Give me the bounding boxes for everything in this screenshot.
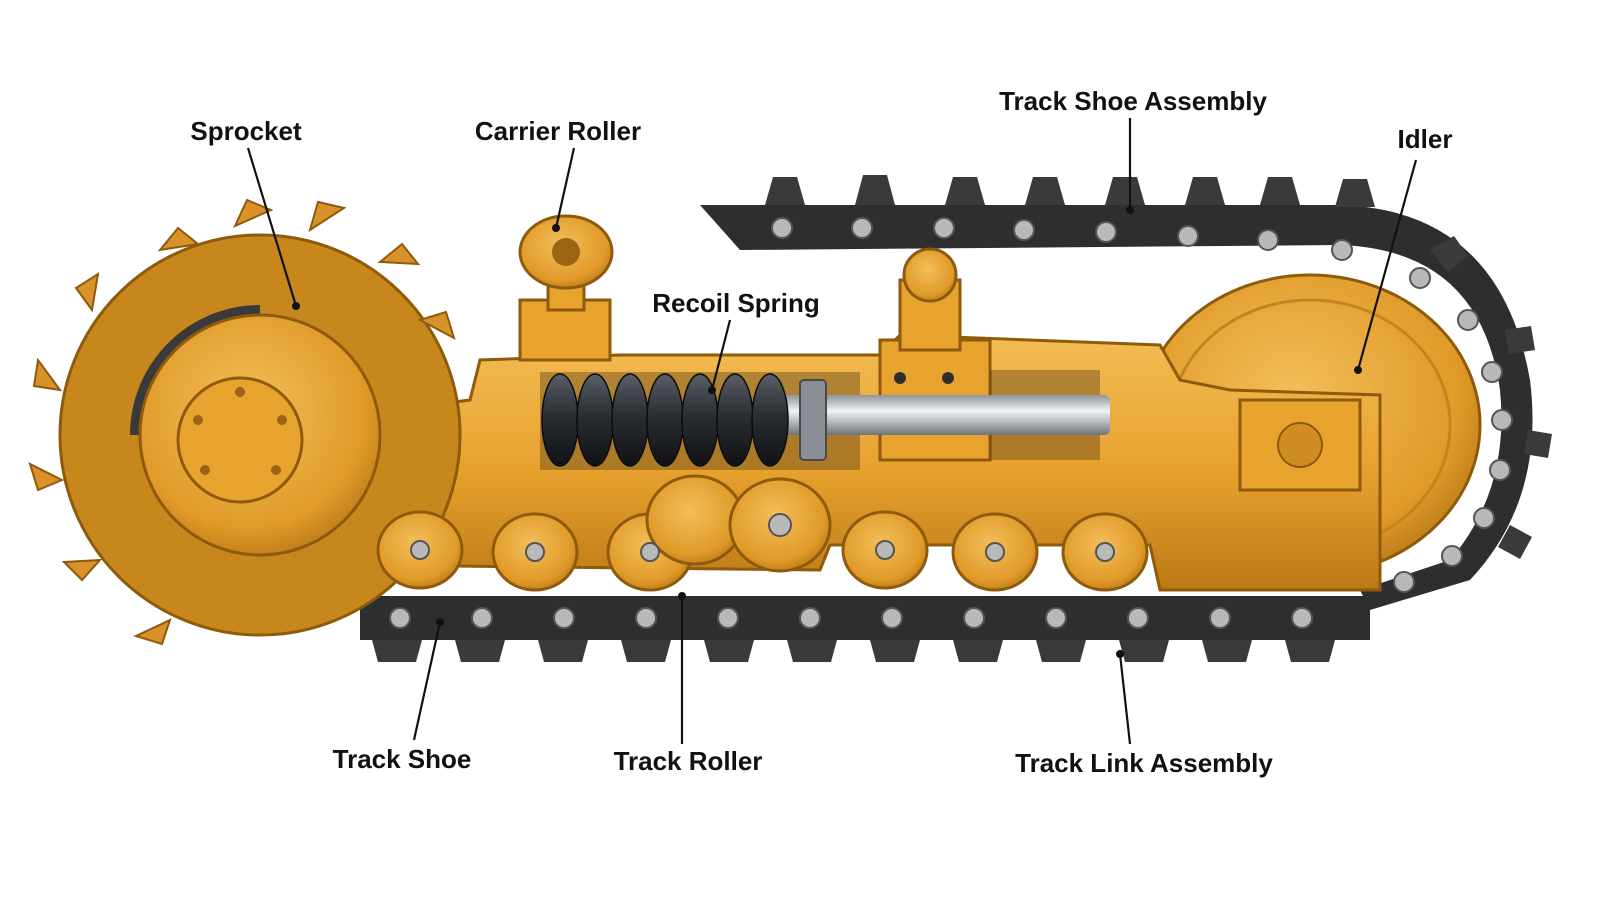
labels: Sprocket Carrier Roller Track Shoe Assem… (190, 86, 1452, 778)
leader-lines (246, 118, 1418, 745)
label-recoil-spring: Recoil Spring (652, 288, 820, 318)
label-carrier-roller: Carrier Roller (475, 116, 641, 146)
label-sprocket: Sprocket (190, 116, 302, 146)
carrier-roller (518, 214, 614, 362)
track-rollers (376, 474, 1149, 592)
idler-mount (898, 247, 1362, 492)
bottom-track-pins (389, 607, 1313, 629)
label-track-link-assembly: Track Link Assembly (1015, 748, 1273, 778)
label-idler: Idler (1398, 124, 1453, 154)
label-track-shoe: Track Shoe (333, 744, 472, 774)
label-track-roller: Track Roller (614, 746, 763, 776)
sprocket-icon (28, 198, 462, 646)
bottom-track-chain (360, 596, 1370, 662)
sprocket-teeth (28, 198, 456, 646)
track-roller-hubs (410, 513, 1115, 562)
bottom-grousers (372, 640, 1335, 662)
upper-grousers (765, 175, 1552, 559)
upper-track-pins (771, 217, 1513, 593)
spring-icon (541, 373, 1110, 467)
label-track-shoe-assembly: Track Shoe Assembly (999, 86, 1267, 116)
upper-track-chain (700, 175, 1552, 610)
